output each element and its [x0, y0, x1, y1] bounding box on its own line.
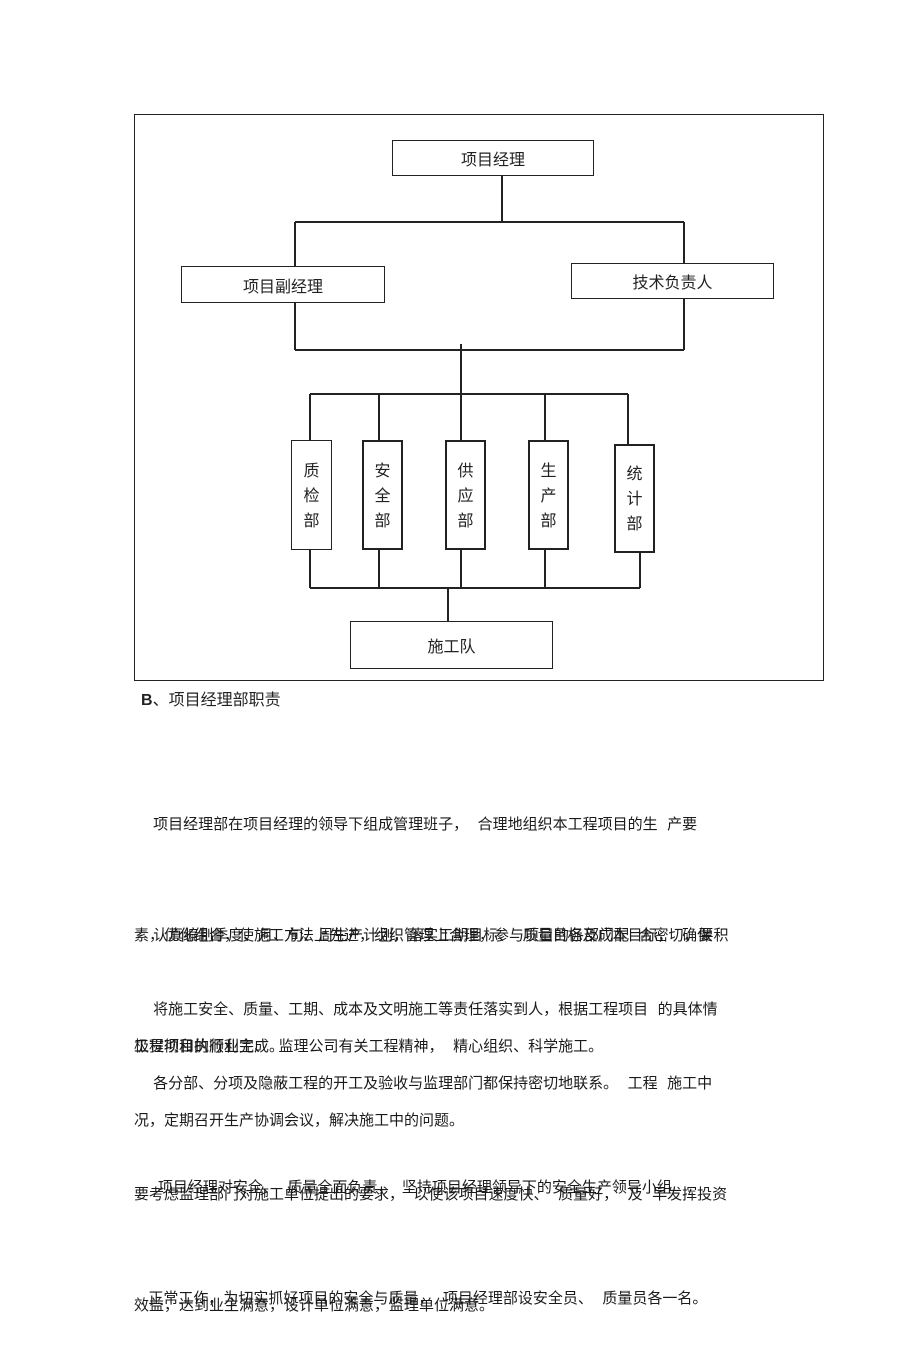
node-char: 供 — [457, 460, 474, 480]
section-heading: B、项目经理部职责 — [141, 686, 281, 710]
node-label: 项目经理 — [460, 150, 525, 169]
node-safety-dept: 安 全 部 — [362, 440, 403, 550]
paragraph-3: 将施工安全、质量、工期、成本及文明施工等责任落实到人，根据工程项目 的具体情 况… — [134, 917, 789, 1176]
node-label: 项目副经理 — [242, 276, 323, 296]
node-production-dept: 生 产 部 — [528, 440, 569, 550]
org-chart-connectors — [294, 176, 685, 621]
paragraph-5: 项目经理对安全、 质量全面负责， 坚持项目经理领导下的安全生产领导小组 正常工作… — [134, 1095, 789, 1354]
node-char: 全 — [374, 485, 391, 505]
node-char: 应 — [457, 485, 474, 505]
paragraph-line: 素，优化组合，使施工方法上先进，组织管理上合理，参与项目的各部门配 合密切，要积 — [134, 926, 729, 944]
node-statistics-dept: 统 计 部 — [614, 444, 655, 553]
section-letter: B — [141, 692, 153, 709]
node-char: 安 — [374, 460, 391, 480]
paragraph-line: 工程项目的顺利完成。 — [134, 1037, 285, 1055]
paragraph-line: 各分部、分项及隐蔽工程的开工及验收与监理部门都保持密切地联系。 工程 施工中 — [134, 1074, 713, 1092]
node-char: 生 — [540, 460, 557, 480]
node-project-manager: 项目经理 — [392, 140, 594, 176]
paragraph-line: 极贯彻和执行业主、 监理公司有关工程精神， 精心组织、科学施工。 — [134, 1037, 604, 1055]
node-char: 质 — [303, 460, 320, 480]
node-char: 检 — [303, 485, 320, 505]
paragraph-line: 项目经理部在项目经理的领导下组成管理班子， 合理地组织本工程项目的生 产要 — [134, 815, 698, 833]
node-char: 部 — [457, 510, 474, 530]
node-quality-dept: 质 检 部 — [291, 440, 332, 550]
node-char: 部 — [374, 510, 391, 530]
node-construction-team: 施工队 — [350, 621, 553, 669]
node-char: 计 — [626, 489, 643, 508]
node-label: 技术负责人 — [632, 273, 713, 292]
node-technical-lead: 技术负责人 — [571, 263, 774, 299]
node-char: 统 — [626, 464, 643, 483]
org-chart-frame — [134, 114, 824, 681]
paragraph-line: 将施工安全、质量、工期、成本及文明施工等责任落实到人，根据工程项目 的具体情 — [134, 1000, 718, 1018]
paragraph-line: 项目经理对安全、 质量全面负责， 坚持项目经理领导下的安全生产领导小组 — [134, 1178, 672, 1196]
node-supply-dept: 供 应 部 — [445, 440, 486, 550]
paragraph-line: 况，定期召开生产协调会议，解决施工中的问题。 — [134, 1111, 465, 1129]
node-char: 部 — [626, 514, 643, 533]
paragraph-1: 项目经理部在项目经理的领导下组成管理班子， 合理地组织本工程项目的生 产要 素，… — [134, 732, 789, 1102]
paragraph-2: 认真编制季度、月、旬、周生产计划，落实工期目标、 质量目标及成本目标， 确保 工… — [134, 843, 789, 1102]
node-char: 产 — [540, 485, 557, 505]
node-char: 部 — [540, 510, 557, 530]
section-title: 、项目经理部职责 — [152, 690, 281, 709]
node-char: 部 — [303, 510, 320, 530]
paragraph-line: 正常工作，为切实抓好项目的安全与质量， 项目经理部设安全员、 质量员各一名。 — [134, 1289, 708, 1307]
node-deputy-manager: 项目副经理 — [181, 266, 385, 303]
paragraph-line: 认真编制季度、月、旬、周生产计划，落实工期目标、 质量目标及成本目标， 确保 — [134, 926, 713, 944]
node-label: 施工队 — [427, 637, 476, 656]
paragraph-line: 要考虑监理部门对施工单位提出的要求， 以使该项目速度快、 质量好， 及 早发挥投… — [134, 1185, 728, 1203]
